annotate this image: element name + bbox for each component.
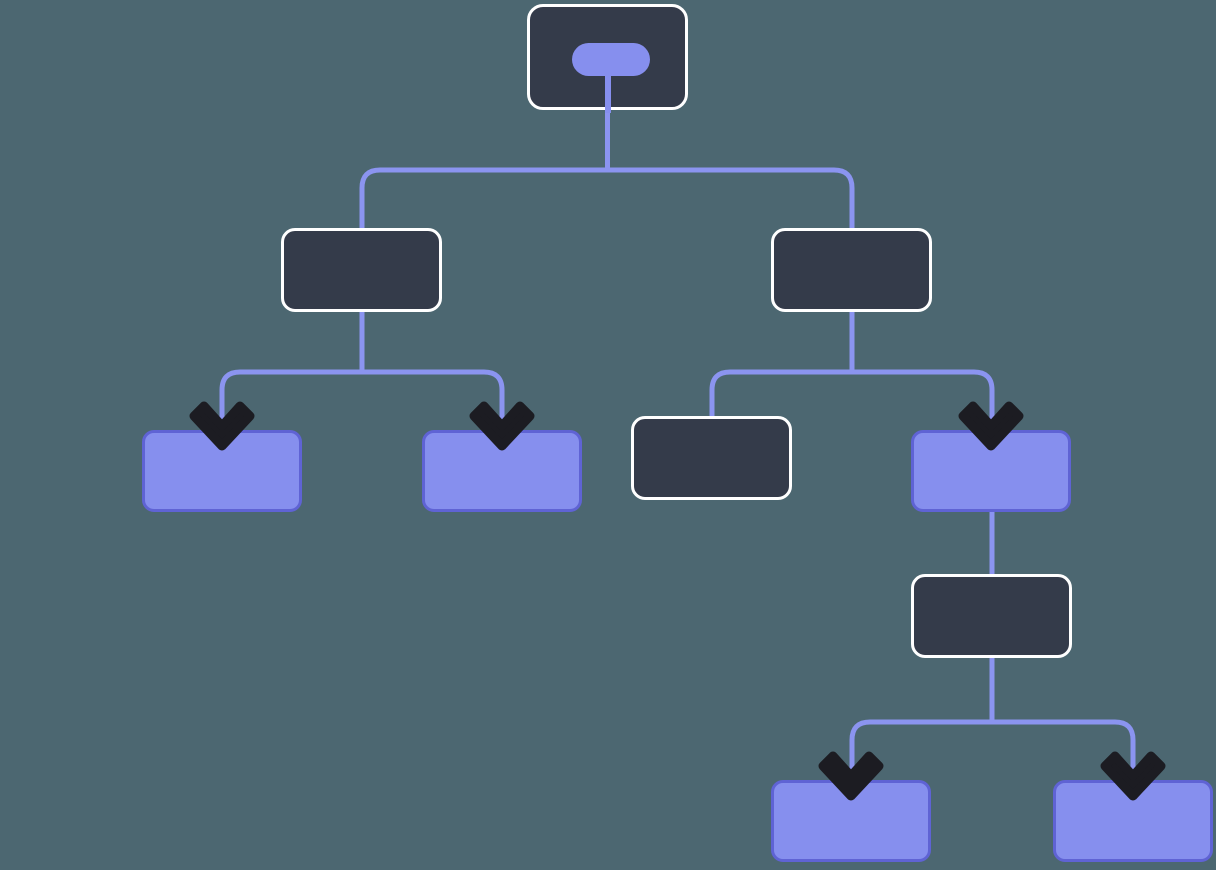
node-leaf-d[interactable] [911,430,1071,512]
node-leaf-b[interactable] [422,430,582,512]
root-stem-glyph [605,73,611,113]
edge-root-to-l2-right [607,167,855,312]
node-level3-dark[interactable] [631,416,792,500]
node-leaf-e[interactable] [771,780,931,862]
node-level2-right[interactable] [771,228,932,312]
node-leaf-a[interactable] [142,430,302,512]
edge-l4-a-to-l5-a [849,719,992,790]
edge-l2-left-to-l3-a [219,369,362,440]
edge-l2-right-to-l3-d [852,369,995,440]
node-level4-dark[interactable] [911,574,1072,658]
node-level2-left[interactable] [281,228,442,312]
edge-l4-a-to-l5-b [992,719,1136,790]
edge-l2-right-to-l3-c [709,369,852,418]
edge-root-to-l2-left [359,167,608,312]
node-root[interactable] [527,4,688,113]
edge-l2-left-to-l3-b [362,369,505,440]
node-leaf-f[interactable] [1053,780,1213,862]
root-pill-glyph [572,43,650,76]
